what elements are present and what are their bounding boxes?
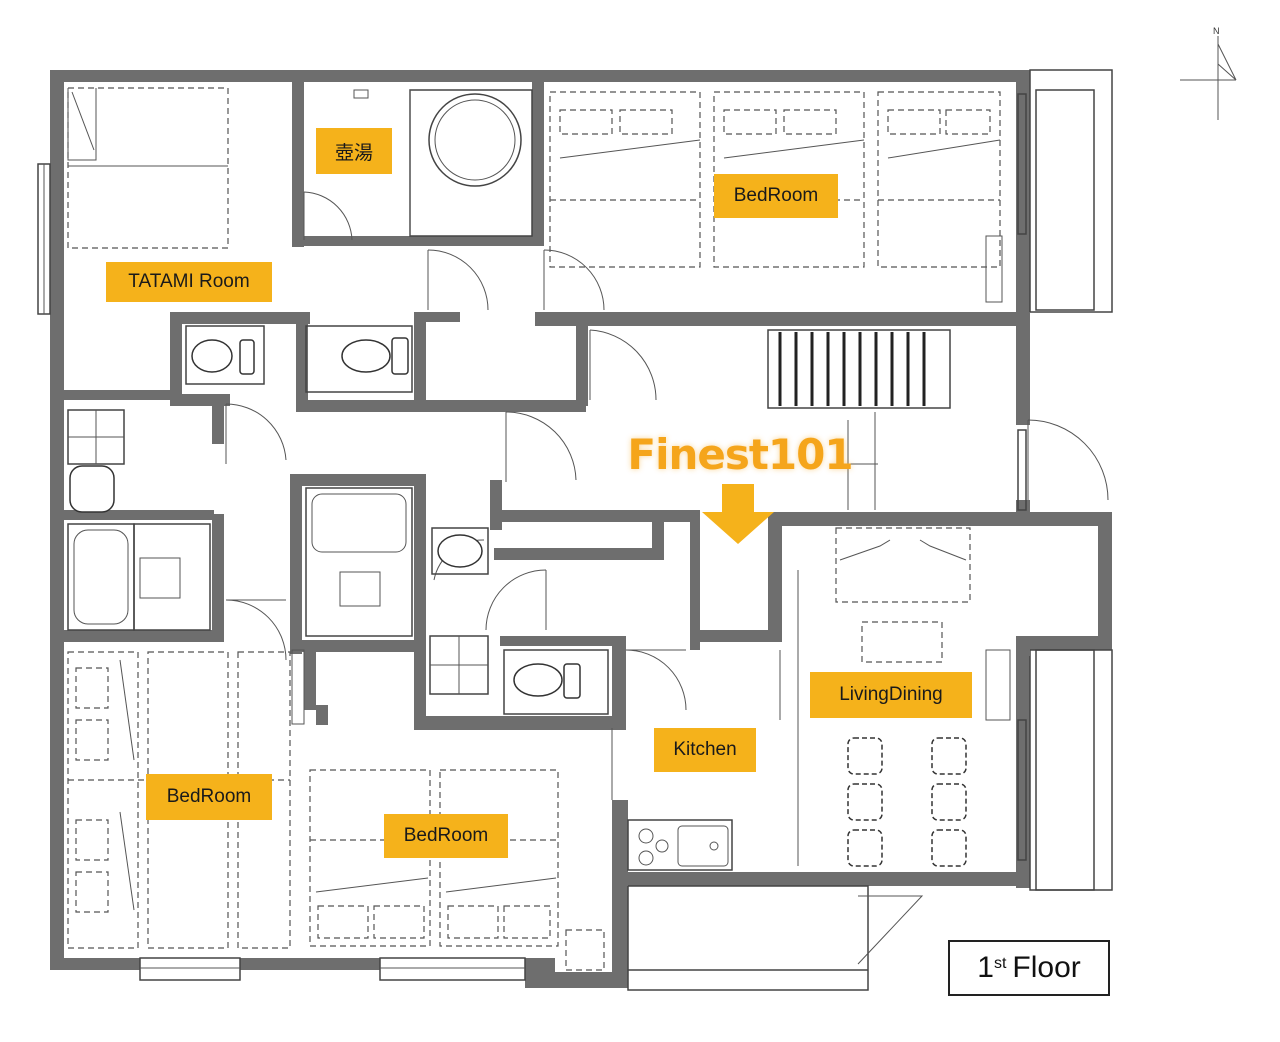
label-tatami-room: TATAMI Room <box>106 262 272 302</box>
floor-suffix: st <box>993 955 1007 972</box>
dining-chair <box>931 829 967 867</box>
label-bedroom-bottom: BedRoom <box>384 814 508 858</box>
dining-chair <box>931 737 967 775</box>
label-living-dining: LivingDining <box>810 672 972 718</box>
entrance-arrow <box>702 484 774 544</box>
north-compass-icon: N <box>1180 26 1237 120</box>
interior-walls <box>64 82 1030 886</box>
label-bedroom-left: BedRoom <box>146 774 272 820</box>
exterior-walls <box>50 70 1112 988</box>
staircase <box>767 329 951 510</box>
unit-name-title: Finest101 <box>627 429 853 479</box>
kitchen-counter <box>611 728 733 871</box>
dining-chair <box>847 737 883 775</box>
left-bath-area <box>67 409 211 631</box>
windows <box>37 93 1027 981</box>
floor-number: 1 <box>977 951 994 984</box>
tsuboyu-bath <box>353 89 533 237</box>
toilets-upper <box>185 325 413 393</box>
floor-word: Floor <box>1012 951 1081 984</box>
balconies <box>627 69 1113 991</box>
dining-chair <box>931 783 967 821</box>
label-kitchen: Kitchen <box>654 728 756 772</box>
center-bath-area <box>305 487 609 715</box>
bottom-middle-bedroom-beds <box>309 769 605 971</box>
label-bedroom-top: BedRoom <box>714 174 838 218</box>
living-dining-furniture <box>779 527 1011 867</box>
dining-chair <box>847 829 883 867</box>
dining-chair <box>847 783 883 821</box>
label-tsuboyu: 壺湯 <box>316 128 392 174</box>
tatami-furniture <box>67 87 229 249</box>
north-letter: N <box>1213 26 1220 36</box>
